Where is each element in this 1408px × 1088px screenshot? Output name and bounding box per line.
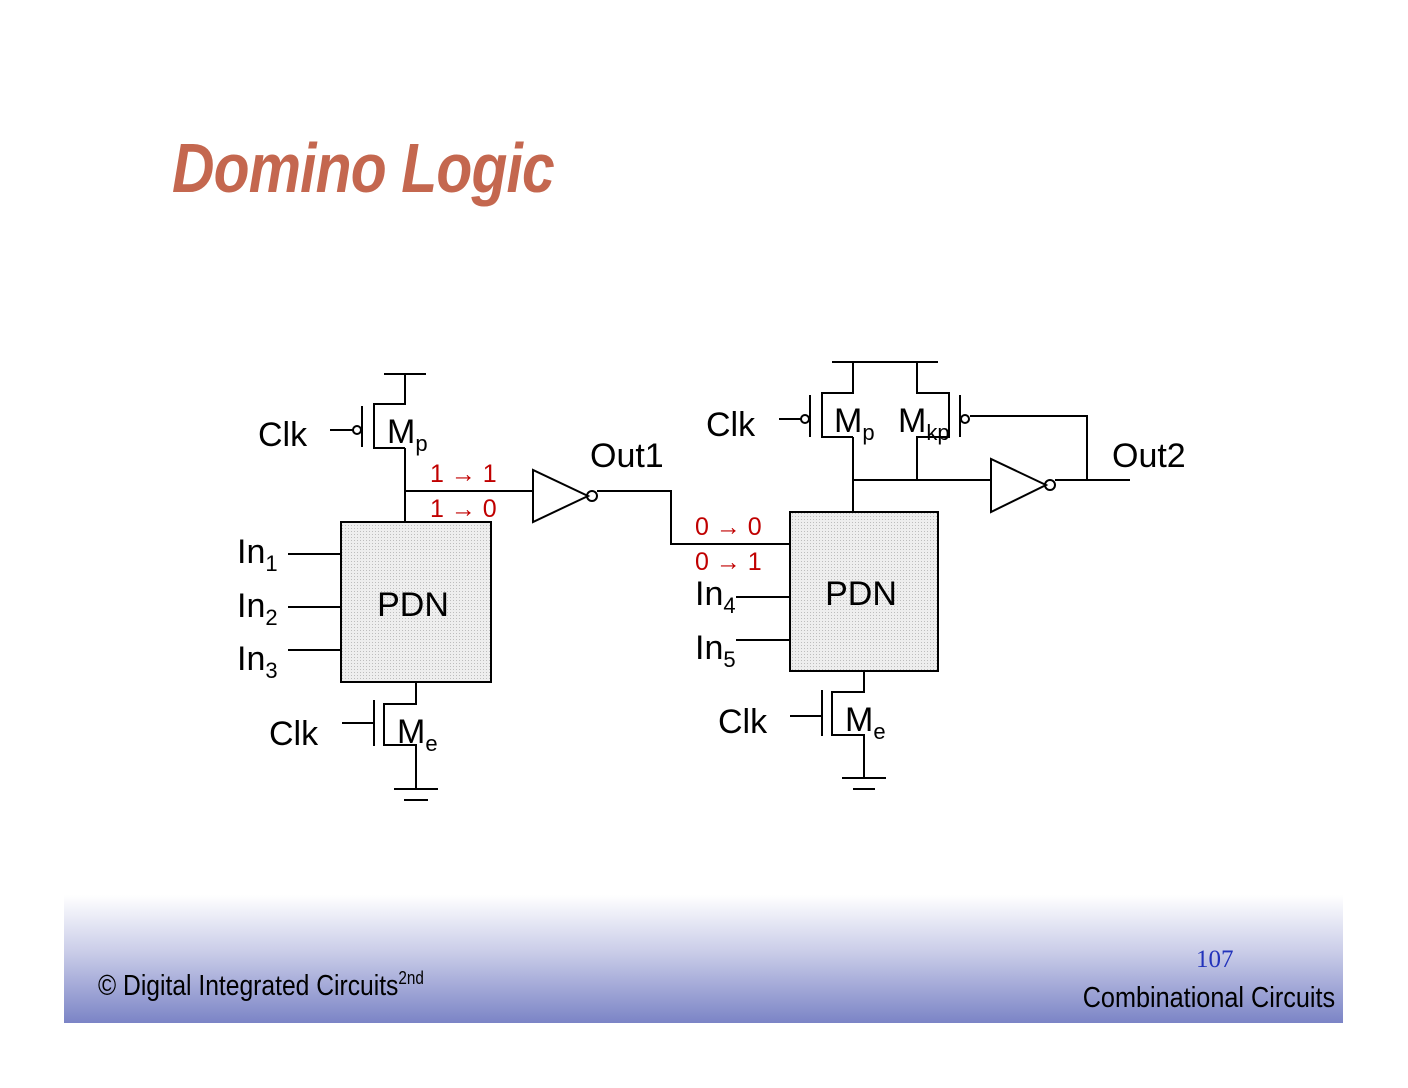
inverter-1 [532, 468, 591, 524]
pmos-mp-1 [330, 374, 406, 449]
me-label-2: Me [845, 701, 886, 744]
ground-2 [842, 777, 886, 790]
section-title: Combinational Circuits [1082, 982, 1335, 1014]
input-label-in2: In2 [237, 587, 278, 630]
out2-label: Out2 [1112, 437, 1186, 475]
input-label-in1: In1 [237, 533, 278, 576]
pmos-mkp [916, 362, 1088, 480]
dynamic-node-2 [852, 437, 991, 512]
clk-label-top-2: Clk [706, 406, 756, 444]
clk-label-bottom-1: Clk [269, 715, 319, 753]
gate-bubble-mkp [960, 414, 970, 424]
pdn-block-2 [789, 511, 939, 672]
out1-label: Out1 [590, 437, 664, 475]
clk-label-top-1: Clk [258, 416, 308, 454]
inverter-1-bubble [586, 490, 598, 502]
input-wires-2 [736, 596, 790, 641]
stage2: Clk Mp Mkp Out2 0 → 0 0 → 1 PDN In4 In5 … [695, 361, 1186, 790]
input-wires-1 [288, 553, 341, 651]
footer-copyright: © Digital Integrated Circuits2nd [98, 968, 424, 1003]
transition-label-2b: 0 → 1 [695, 548, 762, 576]
slide-title: Domino Logic [172, 129, 555, 207]
clk-label-bottom-2: Clk [718, 703, 768, 741]
pdn-label-2: PDN [825, 575, 897, 613]
inverter-2-bubble [1044, 479, 1056, 491]
mp-label-1: Mp [387, 413, 428, 456]
dynamic-node-1 [404, 448, 533, 522]
mp-label-2: Mp [834, 402, 875, 445]
footer-band [64, 895, 1343, 1023]
me-label-1: Me [397, 713, 438, 756]
pdn-label-1: PDN [377, 586, 449, 624]
transition-label-2a: 0 → 0 [695, 513, 762, 541]
gate-bubble-mp-1 [352, 425, 362, 435]
transition-label-1b: 1 → 0 [430, 495, 497, 523]
input-label-in3: In3 [237, 640, 278, 683]
input-label-in4: In4 [695, 575, 736, 618]
ground-1 [394, 788, 438, 801]
nmos-me-1 [342, 682, 417, 789]
gate-bubble-mp-2 [800, 414, 810, 424]
pmos-mp-2 [779, 362, 854, 438]
nmos-me-2 [790, 671, 865, 778]
input-label-in5: In5 [695, 629, 736, 672]
out1-wire [597, 490, 790, 545]
transition-label-1a: 1 → 1 [430, 460, 497, 488]
inverter-2 [990, 457, 1049, 514]
edition-superscript: 2nd [398, 968, 424, 988]
stage1: Clk Mp 1 → 1 1 → 0 Out1 PDN In1 In2 In3 … [237, 373, 790, 801]
copyright-text: © Digital Integrated Circuits [98, 970, 399, 1002]
pdn-block-1 [340, 521, 492, 683]
mkp-label: Mkp [898, 402, 950, 445]
page-number: 107 [1196, 946, 1234, 973]
